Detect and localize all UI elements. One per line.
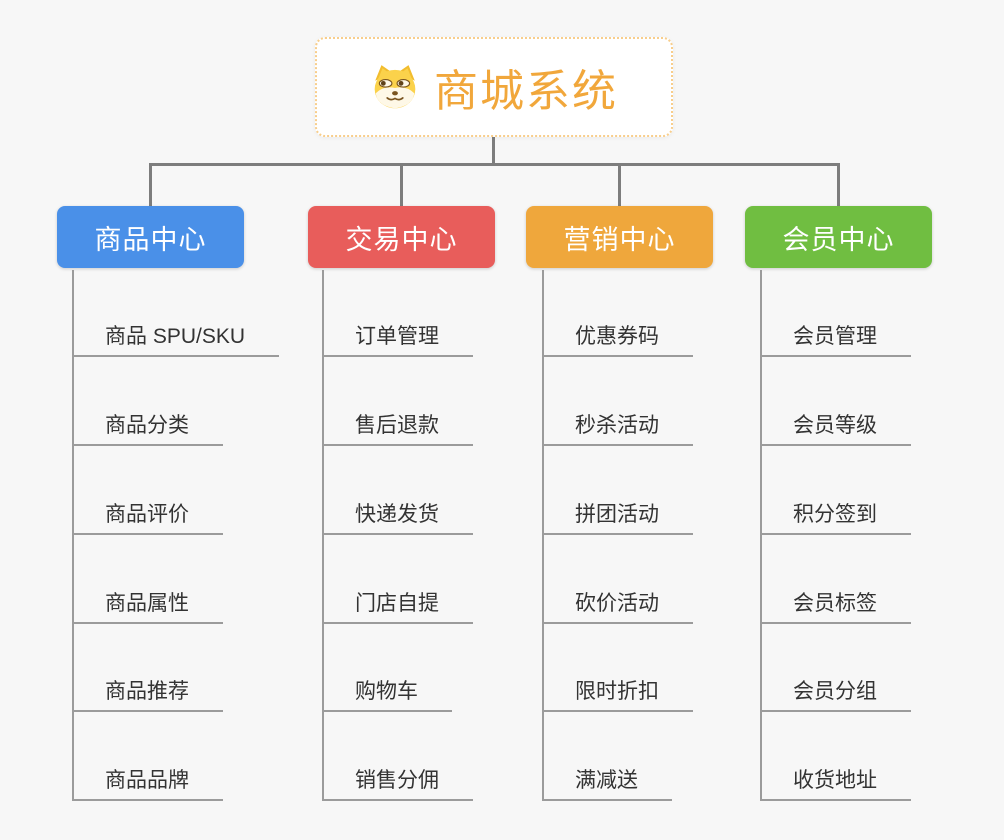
leaf-node[interactable]: 售后退款 (322, 408, 473, 446)
leaf-node[interactable]: 商品 SPU/SKU (72, 319, 280, 357)
leaf-node[interactable]: 会员管理 (760, 319, 911, 357)
leaf-node[interactable]: 商品推荐 (72, 674, 223, 712)
leaf-node[interactable]: 商品属性 (72, 586, 223, 624)
connector-root-stem (492, 135, 495, 166)
leaf-node[interactable]: 门店自提 (322, 586, 473, 624)
leaf-node[interactable]: 收货地址 (760, 763, 911, 801)
leaf-node[interactable]: 限时折扣 (542, 674, 693, 712)
leaf-node[interactable]: 快递发货 (322, 497, 473, 535)
leaf-node[interactable]: 订单管理 (322, 319, 473, 357)
branch-column-marketing-center: 优惠券码 秒杀活动 拼团活动 砍价活动 限时折扣 满减送 (542, 270, 693, 801)
connector-drop-member (837, 163, 840, 207)
leaf-node[interactable]: 秒杀活动 (542, 408, 693, 446)
shiba-dog-icon (374, 65, 416, 109)
leaf-node[interactable]: 拼团活动 (542, 497, 693, 535)
branch-header-label: 交易中心 (345, 224, 458, 255)
leaf-node[interactable]: 商品分类 (72, 408, 223, 446)
leaf-node[interactable]: 会员分组 (760, 674, 911, 712)
branch-header-label: 会员中心 (782, 224, 895, 255)
connector-drop-marketing (618, 163, 621, 207)
leaf-node[interactable]: 商品品牌 (72, 763, 223, 801)
leaf-node[interactable]: 购物车 (322, 674, 452, 712)
leaf-node[interactable]: 砍价活动 (542, 586, 693, 624)
leaf-node[interactable]: 满减送 (542, 763, 672, 801)
branch-header-member-center[interactable]: 会员中心 (745, 206, 932, 268)
connector-horizontal-bar (149, 163, 840, 166)
root-node[interactable]: 商城系统 (315, 37, 673, 137)
branch-column-product-center: 商品 SPU/SKU 商品分类 商品评价 商品属性 商品推荐 商品品牌 (72, 270, 280, 801)
leaf-node[interactable]: 积分签到 (760, 497, 911, 535)
leaf-node[interactable]: 优惠券码 (542, 319, 693, 357)
branch-header-product-center[interactable]: 商品中心 (57, 206, 244, 268)
branch-header-marketing-center[interactable]: 营销中心 (526, 206, 713, 268)
branch-header-label: 商品中心 (94, 224, 207, 255)
branch-header-trade-center[interactable]: 交易中心 (308, 206, 495, 268)
root-title: 商城系统 (434, 67, 618, 116)
branch-header-label: 营销中心 (563, 224, 676, 255)
branch-column-trade-center: 订单管理 售后退款 快递发货 门店自提 购物车 销售分佣 (322, 270, 473, 801)
leaf-node[interactable]: 会员等级 (760, 408, 911, 446)
leaf-node[interactable]: 商品评价 (72, 497, 223, 535)
connector-drop-product (149, 163, 152, 207)
branch-column-member-center: 会员管理 会员等级 积分签到 会员标签 会员分组 收货地址 (760, 270, 911, 801)
connector-drop-trade (400, 163, 403, 207)
leaf-node[interactable]: 会员标签 (760, 586, 911, 624)
leaf-node[interactable]: 销售分佣 (322, 763, 473, 801)
